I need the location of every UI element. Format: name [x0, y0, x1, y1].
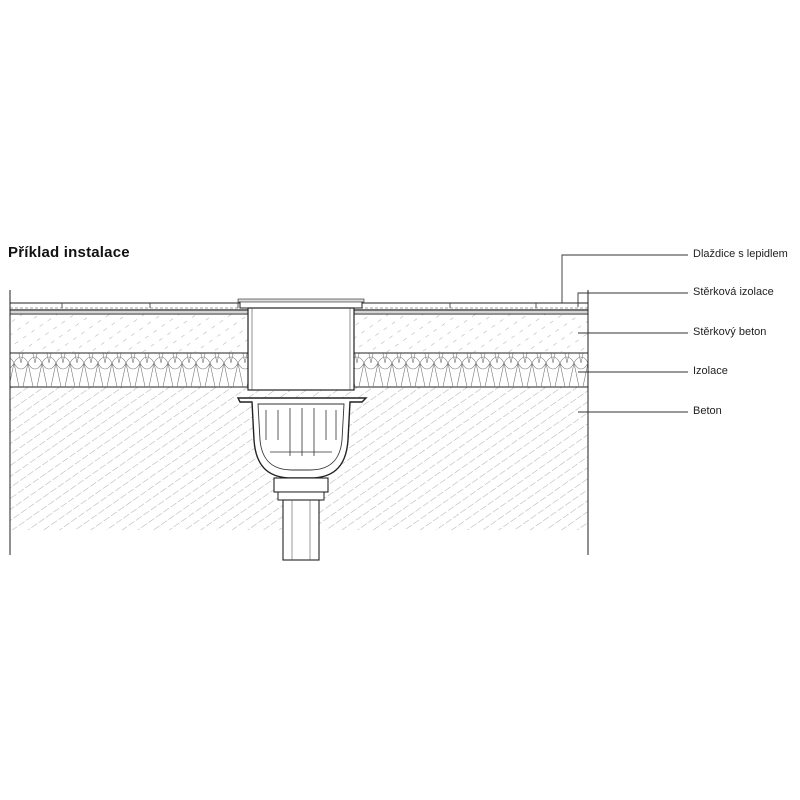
label-concrete: Beton	[693, 405, 722, 417]
section-boundaries	[9, 290, 589, 555]
label-insulation: Izolace	[693, 365, 728, 377]
floor-drain	[236, 298, 368, 561]
label-screed: Stěrkový beton	[693, 326, 767, 338]
label-tiles-with-adhesive: Dlaždice s lepidlem	[693, 248, 788, 260]
leader-lines	[561, 254, 688, 413]
diagram-title: Příklad instalace	[8, 244, 130, 261]
label-membrane: Stěrková izolace	[693, 286, 774, 298]
